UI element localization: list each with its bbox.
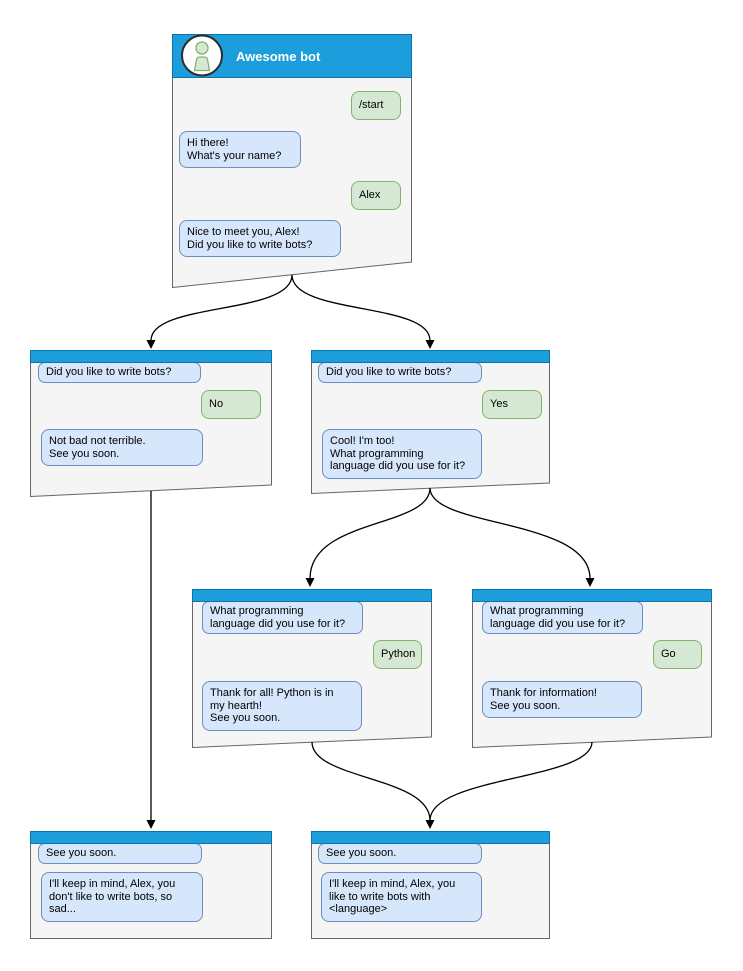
chat-window-title: Awesome bot	[236, 48, 321, 64]
chat-window-branch-yes: Did you like to write bots? Yes Cool! I'…	[311, 350, 550, 494]
message-bubble-bot: Cool! I'm too! What programming language…	[322, 429, 482, 479]
arrow-yes-to-python	[309, 487, 431, 579]
message-bubble-user: Python	[373, 640, 422, 669]
chat-window-main: Awesome bot /start Hi there! What's your…	[172, 34, 412, 288]
chat-window-titlebar	[192, 589, 432, 602]
chat-window-end-yes: See you soon. I'll keep in mind, Alex, y…	[311, 831, 550, 939]
message-bubble-bot: Did you like to write bots?	[318, 362, 482, 383]
chat-window-titlebar	[472, 589, 712, 602]
message-bubble-bot: I'll keep in mind, Alex, you don't like …	[41, 872, 203, 922]
message-bubble-bot: Nice to meet you, Alex! Did you like to …	[179, 220, 341, 257]
message-bubble-user: Yes	[482, 390, 542, 419]
bot-avatar-icon	[181, 34, 223, 77]
message-bubble-user: /start	[351, 91, 401, 120]
chat-window-branch-go: What programming language did you use fo…	[472, 589, 712, 748]
chat-window-titlebar	[30, 831, 272, 844]
message-bubble-bot: See you soon.	[38, 843, 202, 864]
message-bubble-user: Alex	[351, 181, 401, 210]
message-bubble-bot: What programming language did you use fo…	[202, 601, 363, 634]
message-bubble-user: Go	[653, 640, 702, 669]
message-bubble-bot: Did you like to write bots?	[38, 362, 201, 383]
chat-window-branch-python: What programming language did you use fo…	[192, 589, 432, 748]
arrow-yes-to-go	[429, 487, 591, 579]
chat-window-end-no: See you soon. I'll keep in mind, Alex, y…	[30, 831, 272, 939]
message-bubble-bot: Thank for all! Python is in my hearth! S…	[202, 681, 362, 731]
message-bubble-bot: Hi there! What's your name?	[179, 131, 301, 168]
message-bubble-bot: Not bad not terrible. See you soon.	[41, 429, 203, 466]
message-bubble-user: No	[201, 390, 261, 419]
chat-window-titlebar	[311, 350, 550, 363]
chat-window-branch-no: Did you like to write bots? No Not bad n…	[30, 350, 272, 497]
arrow-python-to-end	[311, 741, 431, 821]
message-bubble-bot: See you soon.	[318, 843, 482, 864]
message-bubble-bot: I'll keep in mind, Alex, you like to wri…	[321, 872, 482, 922]
message-bubble-bot: Thank for information! See you soon.	[482, 681, 642, 718]
arrow-go-to-end	[429, 741, 593, 821]
chat-window-titlebar	[30, 350, 272, 363]
message-bubble-bot: What programming language did you use fo…	[482, 601, 643, 634]
chat-window-titlebar	[311, 831, 550, 844]
chat-window-titlebar: Awesome bot	[172, 34, 412, 78]
